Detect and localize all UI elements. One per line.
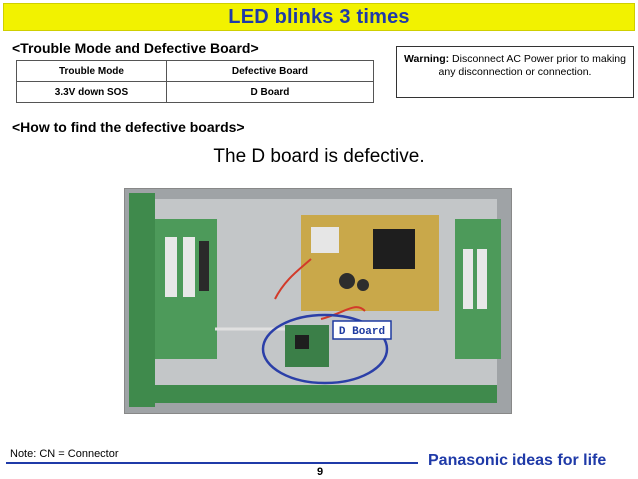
- defective-statement: The D board is defective.: [213, 146, 425, 167]
- d-board-chip: [295, 335, 309, 349]
- footer-divider: [6, 462, 418, 464]
- cable: [320, 306, 366, 320]
- right-heatsink: [477, 249, 487, 309]
- right-heatsink: [463, 249, 473, 309]
- page-title: LED blinks 3 times: [228, 5, 410, 28]
- page-number: 9: [316, 466, 324, 478]
- warning-box: Warning: Disconnect AC Power prior to ma…: [396, 46, 634, 98]
- section-heading-trouble-mode: <Trouble Mode and Defective Board>: [12, 40, 259, 56]
- left-edge-board: [129, 193, 155, 407]
- table-cell: D Board: [165, 81, 375, 103]
- chassis-illustration: D Board: [125, 189, 511, 413]
- left-heatsink: [183, 237, 195, 297]
- section-heading-find-boards: <How to find the defective boards>: [12, 119, 245, 135]
- power-heatsink: [373, 229, 415, 269]
- cable: [274, 258, 312, 300]
- power-capacitor: [339, 273, 355, 289]
- table-row: 3.3V down SOS D Board: [16, 81, 375, 103]
- logo-tagline: ideas for life: [512, 452, 607, 469]
- left-heatsink: [165, 237, 177, 297]
- trouble-table: Trouble Mode Defective Board 3.3V down S…: [16, 60, 375, 103]
- logo-brand: Panasonic: [428, 452, 509, 469]
- warning-label: Warning:: [404, 53, 450, 65]
- table-cell: 3.3V down SOS: [16, 81, 167, 103]
- d-board-label: D Board: [339, 326, 385, 338]
- bottom-buffer-board: [139, 385, 497, 403]
- power-capacitor: [357, 279, 369, 291]
- note: Note: CN = Connector: [10, 448, 119, 460]
- power-transformer: [311, 227, 339, 253]
- d-board-highlight-ring: [261, 313, 389, 385]
- table-header-row: Trouble Mode Defective Board: [16, 60, 375, 82]
- title-bar: LED blinks 3 times: [3, 3, 635, 31]
- table-header-cell: Defective Board: [165, 60, 375, 82]
- table-header-cell: Trouble Mode: [16, 60, 167, 82]
- d-board-label-box: [332, 320, 392, 340]
- warning-text: Disconnect AC Power prior to making any …: [438, 53, 626, 78]
- chassis-photo: D Board: [124, 188, 512, 414]
- left-component: [199, 241, 209, 291]
